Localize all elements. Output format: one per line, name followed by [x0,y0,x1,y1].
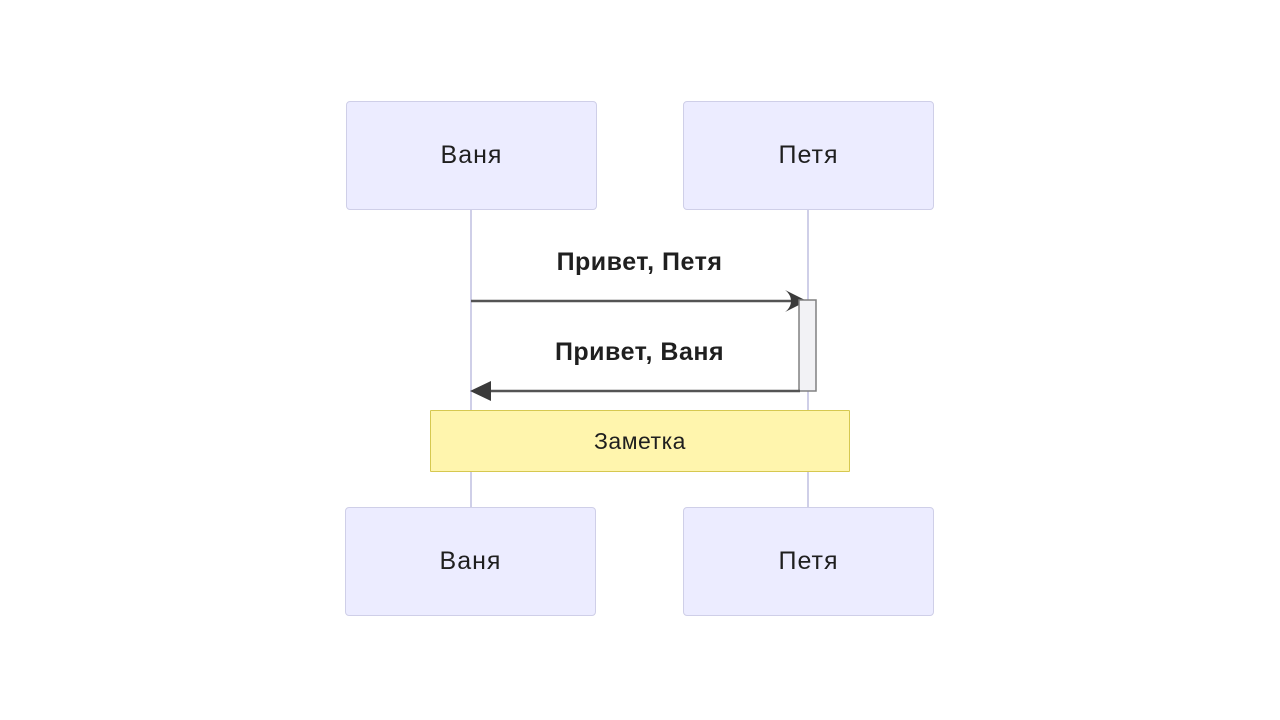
actor-box-petya-bottom: Петя [683,507,934,616]
lifeline-vanya [470,210,472,508]
activation-bar-petya [798,299,817,392]
actor-label-vanya: Ваня [440,141,503,169]
note-box: Заметка [430,410,850,472]
note-label: Заметка [594,427,686,454]
actor-box-vanya-top: Ваня [346,101,597,210]
message-label-1: Привет, Петя [556,248,723,276]
filled-arrowhead-left-icon [470,381,491,401]
actor-label-petya: Петя [778,141,839,169]
actor-label-petya: Петя [778,547,839,575]
actor-box-vanya-bottom: Ваня [345,507,596,616]
actor-label-vanya: Ваня [439,547,502,575]
barbed-arrowhead-right-icon [785,290,807,312]
actor-box-petya-top: Петя [683,101,934,210]
message-label-2: Привет, Ваня [554,338,725,366]
